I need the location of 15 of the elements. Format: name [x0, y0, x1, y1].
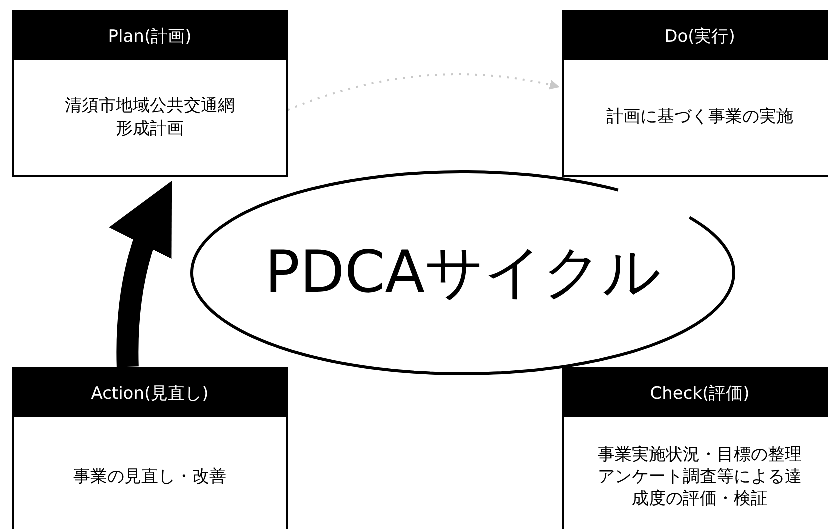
arrow	[110, 180, 173, 368]
box-text: 事業の見直し・改善	[74, 466, 226, 488]
box-text: 清須市地域公共交通網形成計画	[64, 95, 236, 140]
cycle-title: PDCAサイクル	[264, 237, 662, 308]
header-band: Action(見直し)	[14, 369, 286, 417]
process-box	[12, 367, 288, 529]
box-text: 事業実施状況・目標の整理アンケート調査等による達成度の評価・検証	[597, 444, 803, 510]
process-box	[562, 367, 828, 529]
box-text: 計画に基づく事業の実施	[606, 106, 794, 129]
process-box	[562, 10, 828, 177]
header-band: Plan(計画)	[14, 12, 286, 60]
header-band: Do(実行)	[564, 12, 828, 60]
header-band: Check(評価)	[564, 369, 828, 417]
process-box	[12, 10, 288, 177]
arrow	[288, 74, 560, 112]
